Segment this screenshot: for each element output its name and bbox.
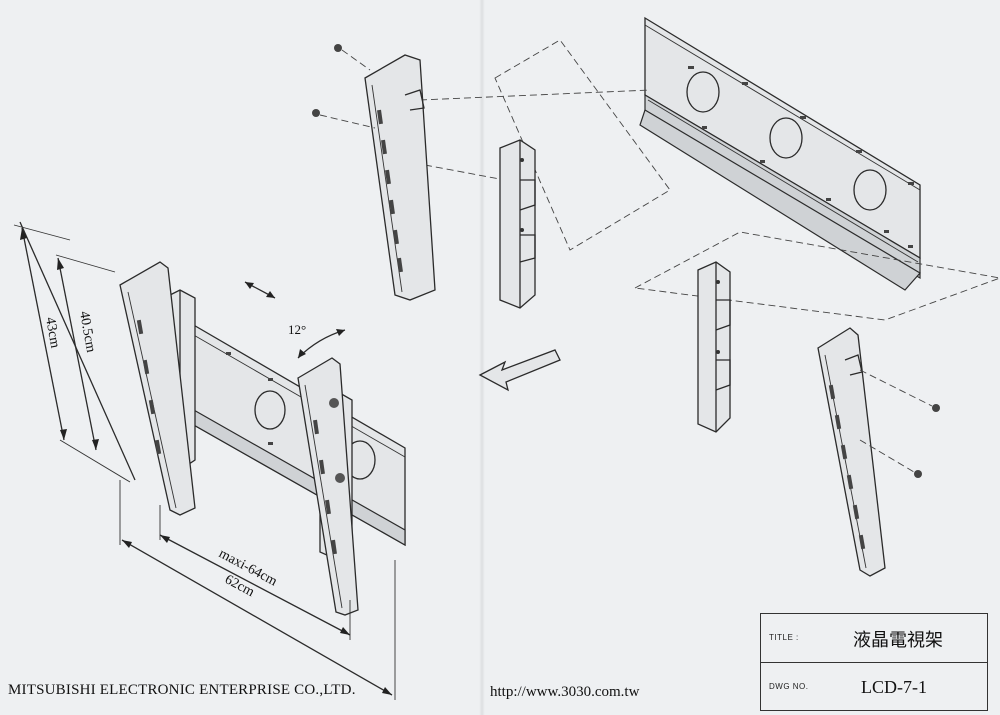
slotted-arm-upper (364, 54, 436, 301)
title-value: 液晶電視架 (853, 630, 943, 651)
height-dimension (13, 221, 136, 483)
reference-plane (494, 39, 671, 251)
slotted-arm-lower (817, 327, 886, 577)
screw-icon (334, 44, 371, 71)
title-row: TITLE : 液晶電視架 (761, 614, 987, 663)
mount-hole (769, 117, 803, 159)
dwg-label: DWG NO. (769, 682, 809, 691)
screw-icon (859, 439, 922, 478)
wall-plate-top (639, 16, 921, 291)
website-url: http://www.3030.com.tw (490, 684, 640, 700)
dwg-value: LCD-7-1 (861, 677, 927, 697)
screw-icon (859, 369, 940, 412)
assembled-mount (119, 261, 406, 616)
title-label: TITLE : (769, 633, 799, 642)
width-dimension (119, 480, 396, 700)
page-fold (479, 0, 485, 715)
vertical-bracket-upper (499, 139, 536, 309)
height-inner-label: 40.5cm (76, 310, 98, 354)
mount-hole (254, 390, 286, 430)
reference-plane (633, 231, 1000, 321)
tilt-arrow-icon (297, 329, 346, 359)
screw-icon (312, 109, 376, 129)
company-name: MITSUBISHI ELECTRONIC ENTERPRISE CO.,LTD… (8, 682, 356, 698)
drawing-number-row: DWG NO. LCD-7-1 (761, 663, 987, 712)
direction-arrow-icon (478, 349, 561, 392)
tilt-angle-label: 12° (288, 322, 306, 337)
horizontal-adjust-arrow-icon (244, 281, 276, 299)
mount-hole (686, 71, 720, 113)
height-outer-label: 43cm (42, 316, 62, 349)
title-block: TITLE : 液晶電視架 DWG NO. LCD-7-1 (760, 613, 988, 711)
vertical-bracket-lower (697, 261, 731, 433)
mount-hole (853, 169, 887, 211)
